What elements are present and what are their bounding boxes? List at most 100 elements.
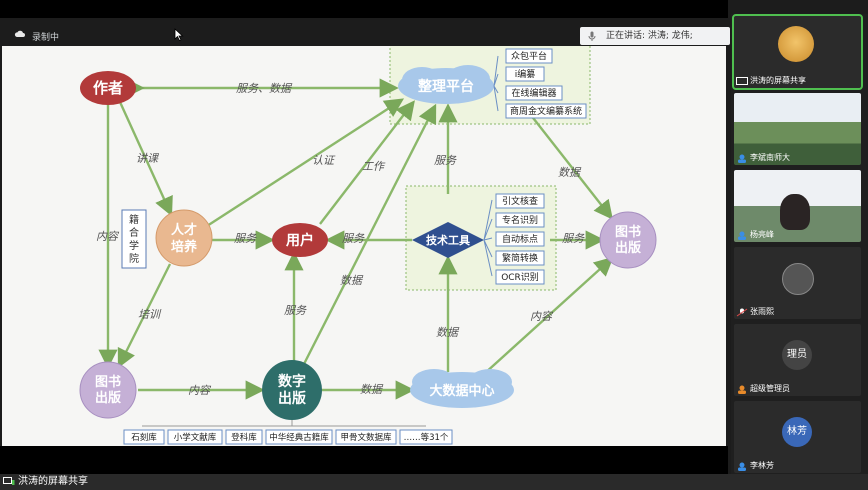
label-platform-bookpub: 数据: [558, 166, 582, 179]
database-item-5: 甲骨文数据库: [340, 432, 392, 443]
node-tools: 技术工具: [412, 222, 484, 258]
node-digital-pub-label-1: 数字: [278, 373, 306, 390]
node-author: 作者: [80, 71, 136, 105]
tool-item-5: OCR识别: [501, 272, 539, 283]
participant-tile-6[interactable]: 林芳 李林芳: [734, 401, 861, 473]
node-book-pub-right-label-2: 出版: [615, 240, 641, 256]
shared-slide: 服务、数据 讲课 内容 认证 工作 服务 服务 服务 服务 数据 培训 数据 服…: [2, 46, 726, 446]
label-tools-platform: 服务: [434, 154, 457, 167]
database-item-6: ……等31个: [404, 432, 449, 443]
label-author-platform: 服务、数据: [236, 82, 293, 95]
ecosystem-diagram: 服务、数据 讲课 内容 认证 工作 服务 服务 服务 服务 数据 培训 数据 服…: [79, 46, 657, 445]
participant-name: 张雨熙: [750, 307, 774, 316]
database-item-3: 登科库: [231, 432, 257, 443]
node-digital-pub: 数字 出版: [262, 360, 322, 420]
node-book-pub-left-label-1: 图书: [95, 374, 121, 390]
node-book-pub-right-label-1: 图书: [615, 224, 641, 240]
window-top-bar: [0, 0, 728, 18]
node-talent-label-1: 人才: [171, 222, 197, 238]
tool-item-1: 引文核查: [502, 195, 538, 207]
user-icon: [738, 231, 746, 240]
label-digital-user: 服务: [284, 304, 307, 317]
node-bigdata-label: 大数据中心: [429, 383, 494, 399]
participant-tile-3[interactable]: 杨亮峰: [734, 170, 861, 242]
tool-item-4: 繁简转换: [502, 252, 538, 264]
edge-platform-bookpub: [529, 113, 613, 220]
database-item-4: 中华经典古籍库: [269, 432, 329, 443]
cloud-record-icon: [14, 30, 25, 37]
label-bigdata-tools: 数据: [436, 326, 460, 339]
mouse-cursor-icon: [174, 28, 184, 41]
participant-name: 超级管理员: [750, 384, 790, 393]
recording-label: 录制中: [32, 33, 60, 43]
node-book-pub-right: 图书 出版: [599, 211, 657, 269]
edge-author-talent: [118, 101, 173, 217]
bottom-share-bar: 洪涛的屏幕共享: [0, 474, 868, 490]
label-digital-bigdata: 数据: [360, 383, 384, 396]
node-platform-label: 整理平台: [417, 78, 474, 95]
academy-char-4: 院: [129, 252, 139, 265]
database-item-2: 小学文献库: [174, 432, 217, 443]
label-talent-user: 服务: [234, 232, 257, 245]
avatar: 林芳: [782, 417, 812, 447]
user-icon: [738, 385, 746, 394]
label-talent-platform: 认证: [312, 154, 336, 167]
database-item-1: 石刻库: [131, 432, 157, 443]
node-book-pub-left-label-2: 出版: [95, 390, 121, 406]
node-platform: 整理平台: [398, 65, 494, 104]
edge-user-platform: [319, 100, 415, 225]
platform-item-4: 商周金文编纂系统: [510, 105, 582, 117]
label-talent-bookpub: 培训: [138, 308, 162, 321]
share-bottom-strip: [0, 446, 728, 474]
label-bookpub-digital: 内容: [188, 384, 212, 397]
label-tools-user: 服务: [342, 232, 365, 245]
label-user-platform: 工作: [362, 160, 386, 173]
platform-item-3: 在线编辑器: [511, 87, 556, 99]
avatar: 理员: [782, 340, 812, 370]
node-talent: 人才 培养: [155, 209, 213, 267]
participant-name: 洪涛的屏幕共享: [750, 76, 806, 85]
node-bigdata: 大数据中心: [410, 369, 514, 408]
node-book-pub-left: 图书 出版: [79, 361, 137, 419]
participant-tile-1[interactable]: 洪涛的屏幕共享: [732, 14, 863, 90]
academy-box: [121, 209, 147, 269]
academy-char-1: 籍: [129, 213, 139, 226]
participant-name: 李斌南师大: [750, 153, 790, 162]
edge-talent-platform: [206, 98, 405, 228]
user-icon: [738, 462, 746, 471]
participant-tile-2[interactable]: 李斌南师大: [734, 93, 861, 165]
label-author-talent: 讲课: [136, 152, 160, 165]
tool-item-2: 专名识别: [502, 214, 538, 226]
node-digital-pub-label-2: 出版: [278, 390, 306, 407]
node-user-label: 用户: [286, 232, 314, 249]
platform-item-1: 众包平台: [511, 50, 547, 62]
participant-name: 李林芳: [750, 461, 774, 470]
label-digital-platform: 数据: [340, 274, 364, 287]
participant-tile-4[interactable]: 张雨熙: [734, 247, 861, 319]
microphone-icon: [588, 31, 596, 41]
platform-item-2: i编纂: [515, 68, 536, 80]
academy-char-3: 学: [129, 239, 139, 252]
edge-digital-platform: [302, 103, 437, 365]
share-label: 洪涛的屏幕共享: [18, 476, 88, 487]
person-silhouette: [780, 194, 810, 230]
edge-talent-bookpub: [117, 263, 172, 369]
avatar: [782, 263, 814, 295]
label-bigdata-bookpub: 内容: [530, 310, 554, 323]
video-feed: [734, 93, 861, 165]
active-speaker-indicator: 正在讲话: 洪涛; 龙伟;: [580, 27, 730, 45]
label-tools-bookpub: 服务: [562, 232, 585, 245]
node-tools-label: 技术工具: [426, 233, 470, 247]
participant-tile-5[interactable]: 理员 超级管理员: [734, 324, 861, 396]
node-talent-label-2: 培养: [171, 239, 198, 255]
muted-microphone-icon: [736, 308, 748, 317]
participant-name: 杨亮峰: [750, 230, 774, 239]
node-user: 用户: [272, 223, 328, 257]
screen-share-icon: [3, 477, 15, 485]
user-icon: [738, 154, 746, 163]
speaker-label: 正在讲话: 洪涛; 龙伟;: [606, 31, 693, 41]
screen-share-icon: [736, 77, 748, 85]
avatar: [778, 26, 814, 62]
edge-bigdata-bookpub: [483, 256, 614, 375]
tool-item-3: 自动标点: [502, 233, 538, 245]
